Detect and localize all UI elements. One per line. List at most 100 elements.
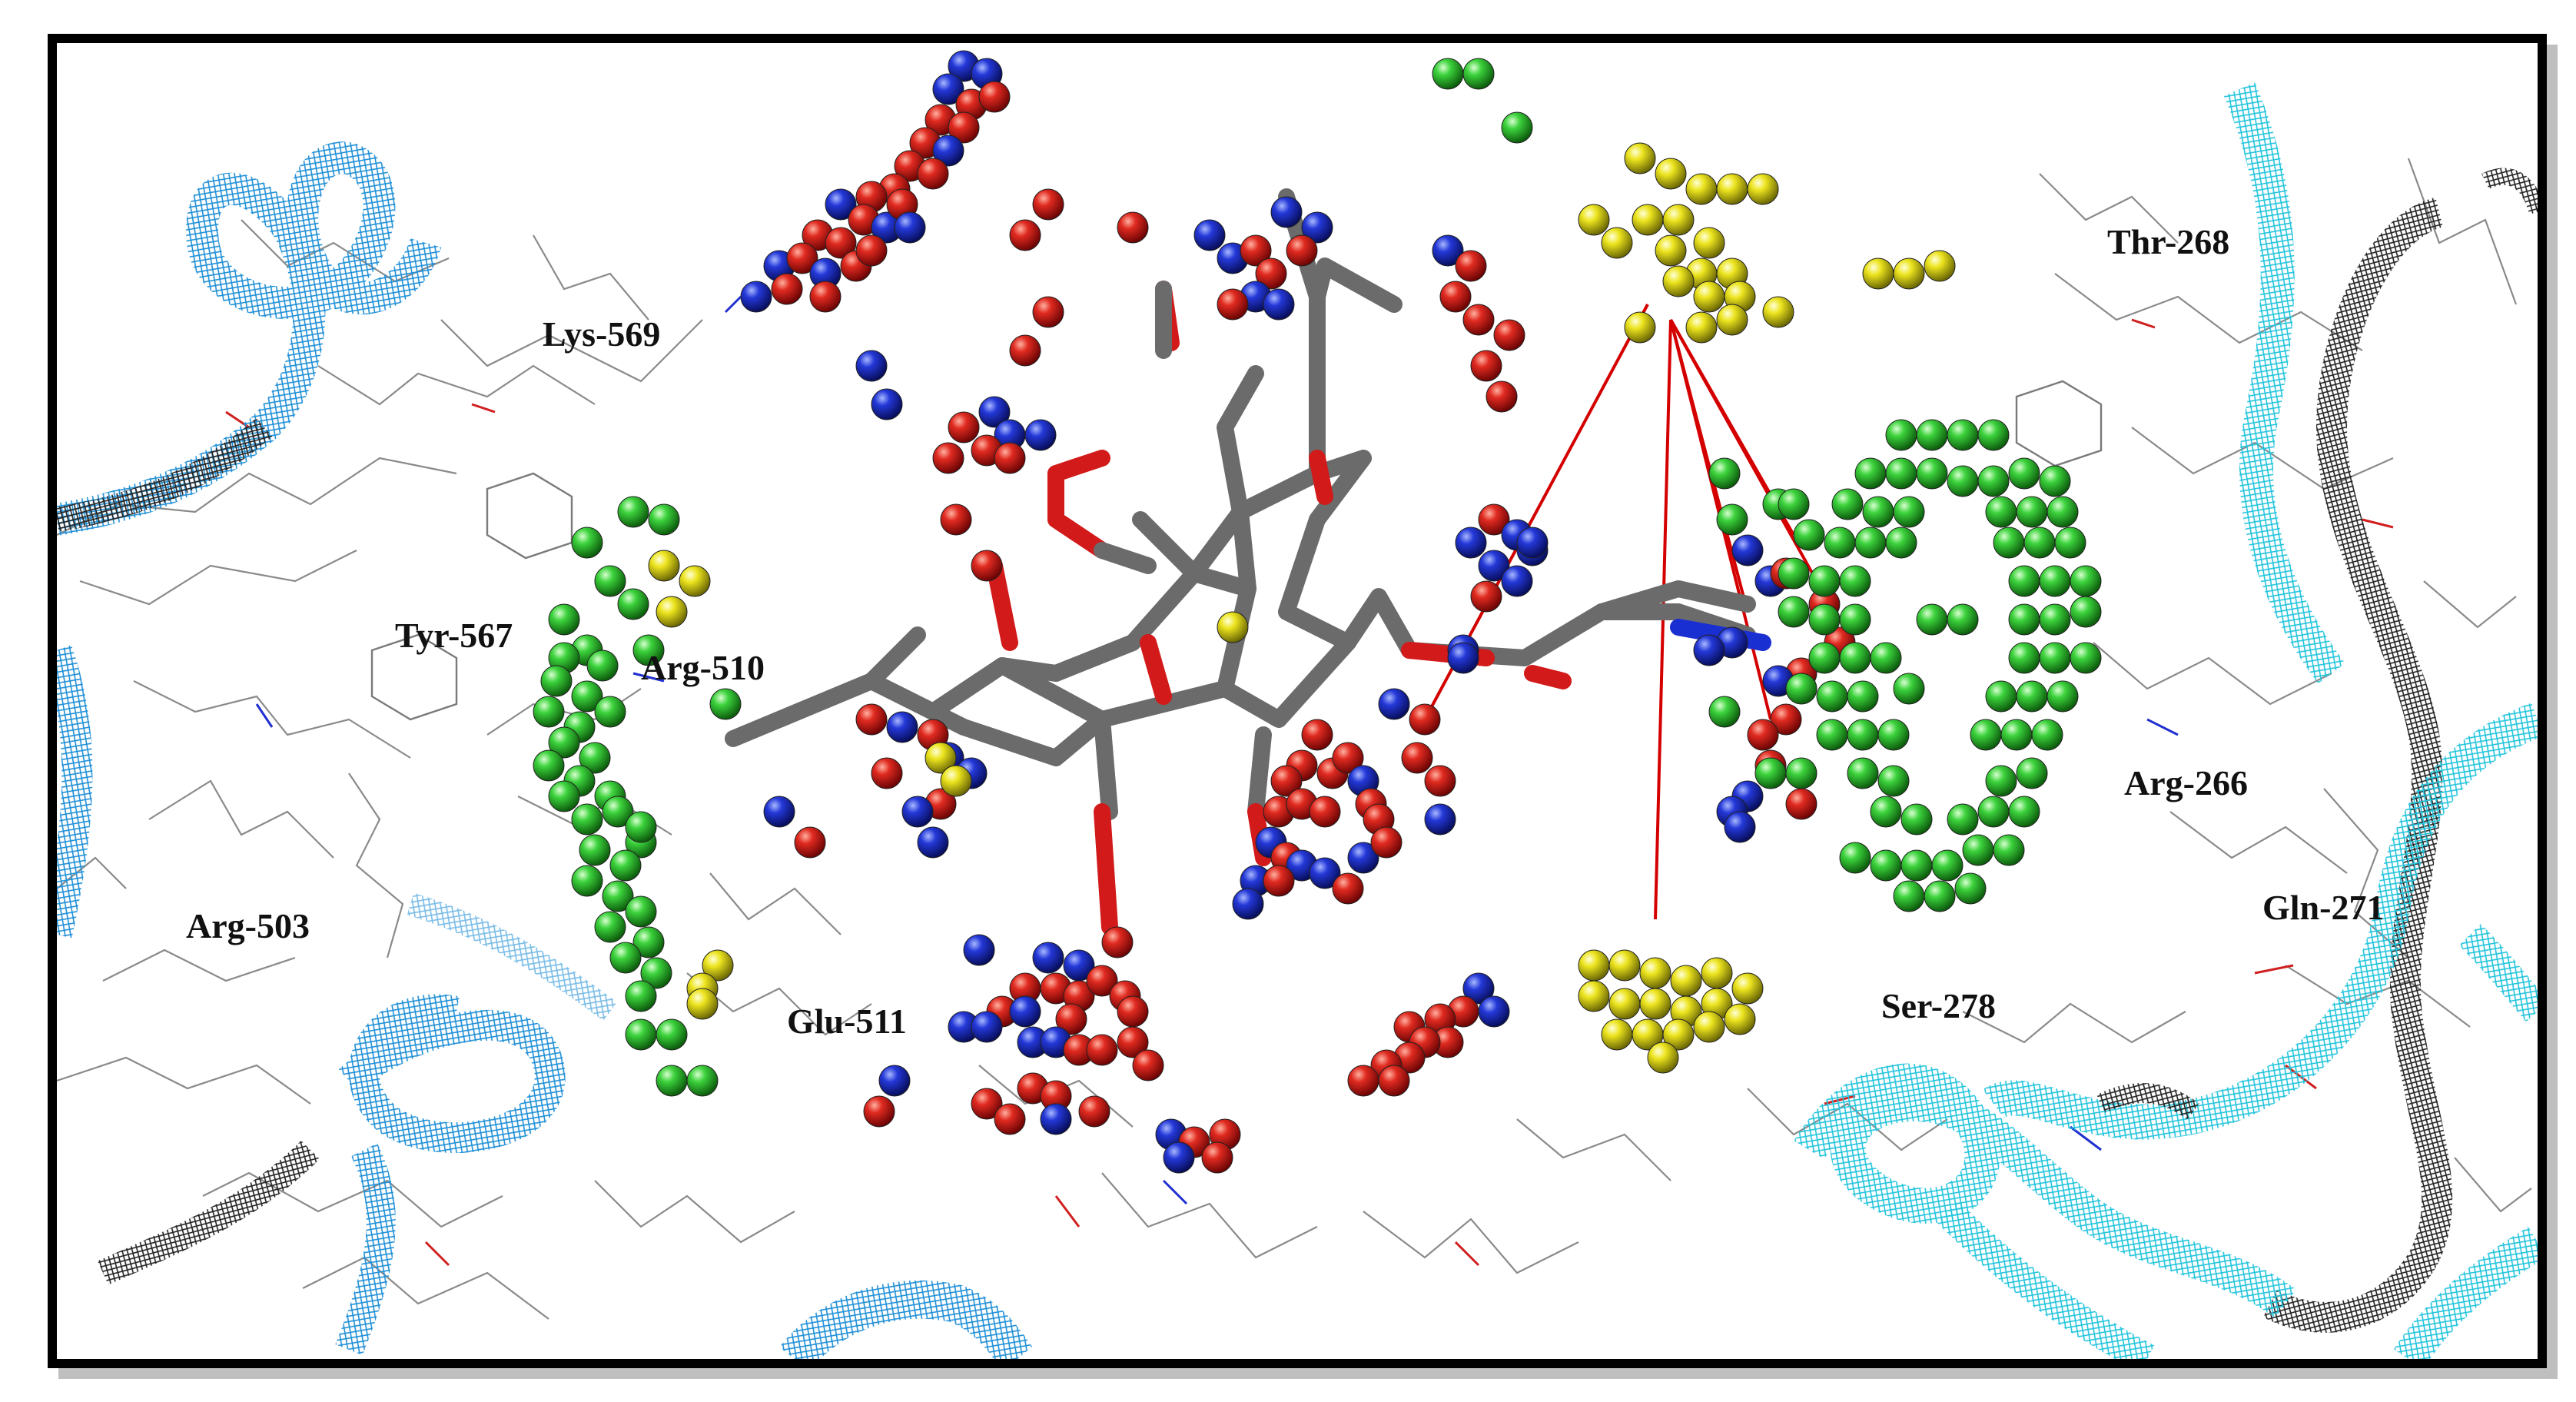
- hydrophobic-sphere: [571, 680, 603, 713]
- hydrophobic-sphere: [2008, 796, 2040, 828]
- acceptor-sphere: [771, 273, 803, 305]
- hydrophobic-sphere: [571, 527, 603, 559]
- acceptor-sphere: [971, 550, 1003, 582]
- acceptor-sphere: [1117, 995, 1149, 1028]
- donor-sphere: [963, 934, 995, 966]
- aromatic-sphere: [1716, 173, 1748, 205]
- acceptor-sphere: [917, 158, 949, 190]
- hydrophobic-sphere: [2047, 680, 2079, 713]
- acceptor-sphere: [978, 81, 1011, 113]
- acceptor-sphere: [971, 1088, 1003, 1120]
- hydrophobic-sphere: [1839, 565, 1871, 597]
- acceptor-sphere: [855, 703, 888, 736]
- hydrophobic-sphere: [617, 496, 649, 528]
- hydrophobic-sphere: [1893, 673, 1925, 705]
- hydrophobic-sphere: [1885, 527, 1917, 559]
- aromatic-sphere: [1670, 965, 1702, 997]
- hydrophobic-sphere: [2070, 596, 2102, 628]
- hydrophobic-sphere: [1808, 603, 1841, 636]
- aromatic-sphere: [1578, 949, 1610, 982]
- hydrophobic-sphere: [625, 1018, 657, 1051]
- hydrophobic-sphere: [1716, 503, 1748, 536]
- residue-label-glu-511: Glu-511: [787, 1002, 907, 1041]
- aromatic-sphere: [1685, 173, 1718, 205]
- hydrophobic-sphere: [1793, 519, 1825, 551]
- hydrophobic-sphere: [2054, 527, 2086, 559]
- donor-sphere: [1516, 527, 1549, 559]
- acceptor-sphere: [1409, 703, 1441, 736]
- pharmacophore-spheres: [533, 50, 2102, 1174]
- donor-sphere: [1432, 234, 1464, 267]
- hydrophobic-sphere: [648, 503, 680, 536]
- donor-sphere: [932, 135, 964, 167]
- figure-frame: Lys-569 Tyr-567 Arg-510 Arg-503 Glu-511 …: [48, 34, 2547, 1368]
- residue-label-gln-271: Gln-271: [2262, 888, 2385, 927]
- acceptor-sphere: [863, 1095, 895, 1128]
- acceptor-sphere: [1439, 281, 1472, 313]
- hydrophobic-sphere: [586, 650, 619, 682]
- hydrophobic-sphere: [602, 796, 634, 828]
- hydrophobic-sphere: [548, 726, 580, 759]
- aromatic-sphere: [656, 596, 688, 628]
- hydrophobic-sphere: [1708, 457, 1741, 490]
- hydrophobic-sphere: [1970, 719, 2002, 751]
- hydrophobic-sphere: [1839, 603, 1871, 636]
- acceptor-sphere: [786, 242, 818, 274]
- hydrophobic-sphere: [632, 634, 665, 666]
- aromatic-sphere: [1862, 257, 1894, 290]
- acceptor-sphere: [948, 111, 980, 144]
- acceptor-sphere: [809, 281, 842, 313]
- hydrophobic-sphere: [579, 834, 611, 866]
- hydrophobic-sphere: [1778, 488, 1810, 520]
- acceptor-sphere: [1462, 304, 1495, 336]
- acceptor-sphere: [1470, 580, 1502, 613]
- hydrophobic-sphere: [1947, 465, 1979, 497]
- hydrophobic-sphere: [533, 696, 565, 728]
- hydrophobic-sphere: [1785, 673, 1817, 705]
- hydrophobic-sphere: [1870, 849, 1902, 882]
- hydrophobic-sphere: [1900, 849, 1933, 882]
- acceptor-sphere: [1493, 319, 1525, 351]
- acceptor-sphere: [1378, 1065, 1410, 1097]
- aromatic-sphere: [1693, 1011, 1725, 1043]
- hydrophobic-sphere: [2008, 603, 2040, 636]
- acceptor-sphere: [1455, 250, 1487, 282]
- aromatic-sphere: [1762, 296, 1794, 328]
- hydrophobic-sphere: [1993, 527, 2025, 559]
- donor-sphere: [1263, 288, 1295, 321]
- acceptor-sphere: [1301, 719, 1333, 751]
- donor-sphere: [1040, 1103, 1072, 1135]
- aromatic-sphere: [648, 550, 680, 582]
- donor-sphere: [1424, 803, 1456, 836]
- hydrophobic-sphere: [1778, 596, 1810, 628]
- donor-sphere: [825, 188, 857, 221]
- acceptor-sphere: [1263, 865, 1295, 897]
- aromatic-sphere: [686, 988, 719, 1020]
- acceptor-sphere: [1032, 188, 1064, 221]
- hydrophobic-sphere: [1924, 880, 1956, 912]
- acceptor-sphere: [1286, 234, 1318, 267]
- acceptor-sphere: [1486, 380, 1518, 413]
- hydrophobic-sphere: [1754, 757, 1787, 789]
- hydrophobic-sphere: [533, 749, 565, 782]
- aromatic-sphere: [1647, 1042, 1679, 1074]
- hydrophobic-sphere: [1885, 419, 1917, 451]
- donor-sphere: [1447, 642, 1479, 674]
- donor-sphere: [740, 281, 772, 313]
- acceptor-sphere: [1009, 334, 1041, 367]
- hydrophobic-sphere: [1839, 842, 1871, 874]
- hydrophobic-sphere: [1847, 680, 1879, 713]
- donor-sphere: [1478, 995, 1510, 1028]
- donor-sphere: [1347, 842, 1379, 874]
- hydrophobic-sphere: [548, 603, 580, 636]
- donor-sphere: [1024, 419, 1057, 451]
- acceptor-sphere: [948, 411, 980, 444]
- hydrophobic-sphere: [1824, 527, 1856, 559]
- aromatic-sphere: [1924, 250, 1956, 282]
- hydrophobic-sphere: [1916, 457, 1948, 490]
- hydrophobic-sphere: [1877, 765, 1910, 797]
- acceptor-sphere: [1201, 1141, 1233, 1174]
- hydrophobic-sphere: [1947, 419, 1979, 451]
- hydrophobic-sphere: [1831, 488, 1864, 520]
- donor-sphere: [855, 350, 888, 382]
